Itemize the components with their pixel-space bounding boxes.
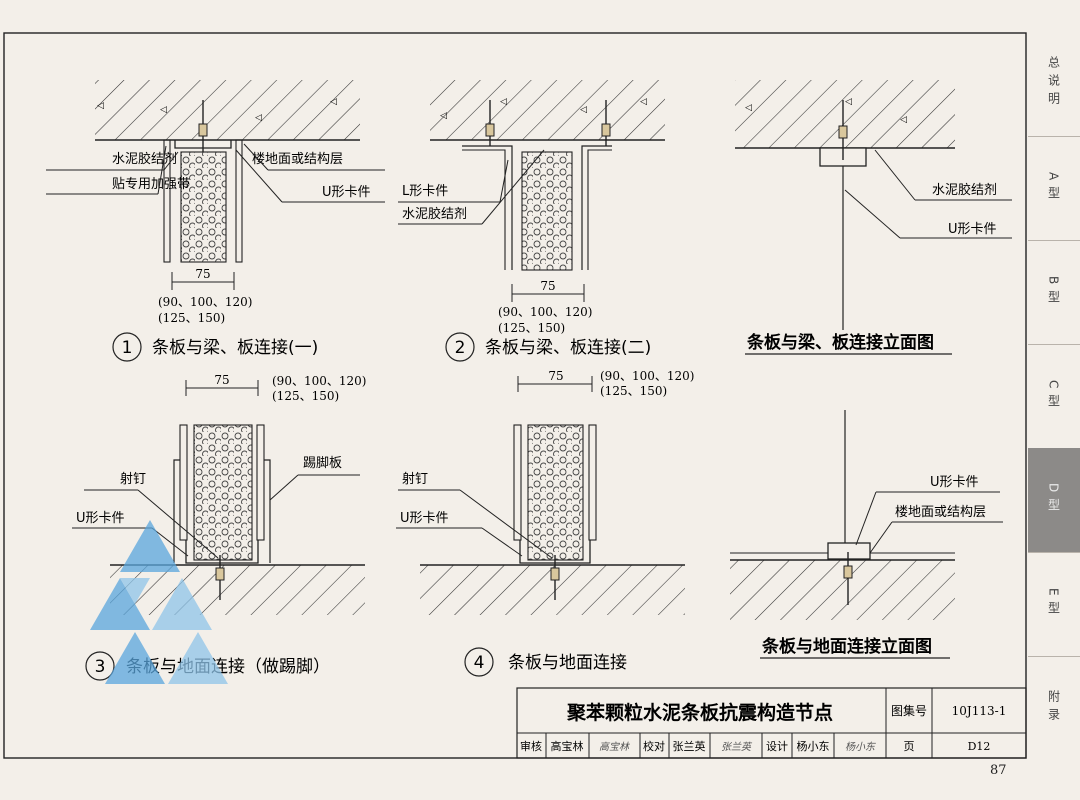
d3-number-circle <box>85 651 115 681</box>
d2-number-circle <box>445 332 475 362</box>
e2-label-floor: 楼地面或结构层 <box>895 505 986 520</box>
d2-label-cement: 水泥胶结剂 <box>402 206 467 222</box>
d4-label-nail: 射钉 <box>402 471 428 487</box>
svg-text:◁: ◁ <box>255 113 262 123</box>
d2-dim: 75 <box>540 279 555 293</box>
e1-label-cement: 水泥胶结剂 <box>932 182 997 198</box>
d1-label-tape: 贴专用加强带 <box>112 177 190 192</box>
page-label: 页 <box>904 740 915 753</box>
tab-type-d[interactable]: D型 <box>1028 448 1080 553</box>
svg-text:◁: ◁ <box>160 105 167 115</box>
detail-3: 75 (90、100、120) (125、150) 射钉 U形卡件 踢脚板 3 … <box>72 373 366 681</box>
e2-label-u-clip: U形卡件 <box>930 475 979 490</box>
page-code: D12 <box>968 740 991 753</box>
elevation-2: U形卡件 楼地面或结构层 条板与地面连接立面图 <box>730 410 1003 659</box>
d1-caption: 条板与梁、板连接(一) <box>152 338 318 358</box>
d2-dim-alt1: (90、100、120) <box>498 305 592 319</box>
designer-signature: 杨小东 <box>845 741 876 753</box>
d3-label-skirting: 踢脚板 <box>303 455 342 471</box>
page-number: 87 <box>990 763 1007 778</box>
d4-caption: 条板与地面连接 <box>508 653 627 673</box>
d4-label-u-clip: U形卡件 <box>400 511 449 526</box>
d4-number-circle <box>464 647 494 677</box>
tab-appendix[interactable]: 附录 <box>1046 690 1061 726</box>
d1-dim-alt1: (90、100、120) <box>158 295 252 309</box>
svg-text:◁: ◁ <box>845 97 852 107</box>
detail-2: ◁ ◁ ◁ ◁ L形卡件 水泥胶结剂 75 (90、100、120) (125、150… <box>398 80 665 362</box>
svg-text:◁: ◁ <box>640 97 647 107</box>
d3-label-u-clip: U形卡件 <box>76 511 125 526</box>
design-label: 设计 <box>766 740 788 753</box>
d4-dim-alt2: (125、150) <box>600 384 667 398</box>
title-block-title: 聚苯颗粒水泥条板抗震构造节点 <box>566 701 833 724</box>
checker-signature: 张兰英 <box>721 741 753 753</box>
d2-dim-alt2: (125、150) <box>498 321 565 335</box>
svg-text:◁: ◁ <box>97 101 104 111</box>
checker-name: 张兰英 <box>673 739 706 753</box>
svg-text:◁: ◁ <box>440 111 447 121</box>
d1-label-u-clip: U形卡件 <box>322 185 371 200</box>
svg-text:◁: ◁ <box>900 115 907 125</box>
svg-text:◁: ◁ <box>330 97 337 107</box>
d4-number: 4 <box>474 653 485 673</box>
d1-dim: 75 <box>195 267 210 281</box>
d3-number: 3 <box>95 657 106 677</box>
tab-general[interactable]: 总说明 <box>1028 30 1080 137</box>
detail-4: 75 (90、100、120) (125、150) 射钉 U形卡件 4 条板与地… <box>396 369 694 677</box>
d3-dim: 75 <box>214 373 229 387</box>
d4-dim-alt1: (90、100、120) <box>600 369 694 383</box>
title-block: 聚苯颗粒水泥条板抗震构造节点 图集号 10J113-1 审核 高宝林 高宝林 校… <box>516 687 1027 759</box>
d1-label-floor: 楼地面或结构层 <box>252 152 343 167</box>
elevation-1: ◁ ◁ ◁ 水泥胶结剂 U形卡件 条板与梁、板连接立面图 <box>735 80 1012 355</box>
tab-type-c[interactable]: C型 <box>1028 344 1080 449</box>
d3-label-nail: 射钉 <box>120 471 146 487</box>
svg-text:◁: ◁ <box>745 103 752 113</box>
reviewer-signature: 高宝林 <box>599 741 630 753</box>
e1-label-u-clip: U形卡件 <box>948 222 997 237</box>
d2-caption: 条板与梁、板连接(二) <box>485 338 651 358</box>
svg-text:◁: ◁ <box>580 105 587 115</box>
d2-number: 2 <box>455 338 466 358</box>
d3-dim-alt2: (125、150) <box>272 389 339 403</box>
atlas-label: 图集号 <box>891 703 927 718</box>
e1-caption: 条板与梁、板连接立面图 <box>746 332 934 353</box>
d1-number: 1 <box>122 338 133 358</box>
tab-type-e[interactable]: E型 <box>1028 552 1080 657</box>
sheet-border <box>3 32 1027 759</box>
e2-caption: 条板与地面连接立面图 <box>761 636 932 657</box>
tab-type-b[interactable]: B型 <box>1028 240 1080 345</box>
chapter-tabs: 总说明 A型 B型 C型 D型 E型 附录 <box>1028 30 1080 760</box>
d1-label-cement: 水泥胶结剂 <box>112 151 177 167</box>
watermark-logo <box>90 520 228 684</box>
detail-1: ◁ ◁ ◁ ◁ 水泥胶结剂 贴专用加强带 楼地面或结构层 U形卡件 75 (90、10… <box>46 80 385 362</box>
reviewer-name: 高宝林 <box>551 739 584 753</box>
tab-type-a[interactable]: A型 <box>1028 136 1080 241</box>
review-label: 审核 <box>520 739 542 753</box>
d1-number-circle <box>112 332 142 362</box>
check-label: 校对 <box>643 739 665 753</box>
designer-name: 杨小东 <box>797 739 830 753</box>
d4-dim: 75 <box>548 369 563 383</box>
d3-dim-alt1: (90、100、120) <box>272 374 366 388</box>
d2-label-l-clip: L形卡件 <box>402 184 448 199</box>
atlas-number: 10J113-1 <box>952 704 1007 718</box>
svg-text:◁: ◁ <box>500 97 507 107</box>
d1-dim-alt2: (125、150) <box>158 311 225 325</box>
